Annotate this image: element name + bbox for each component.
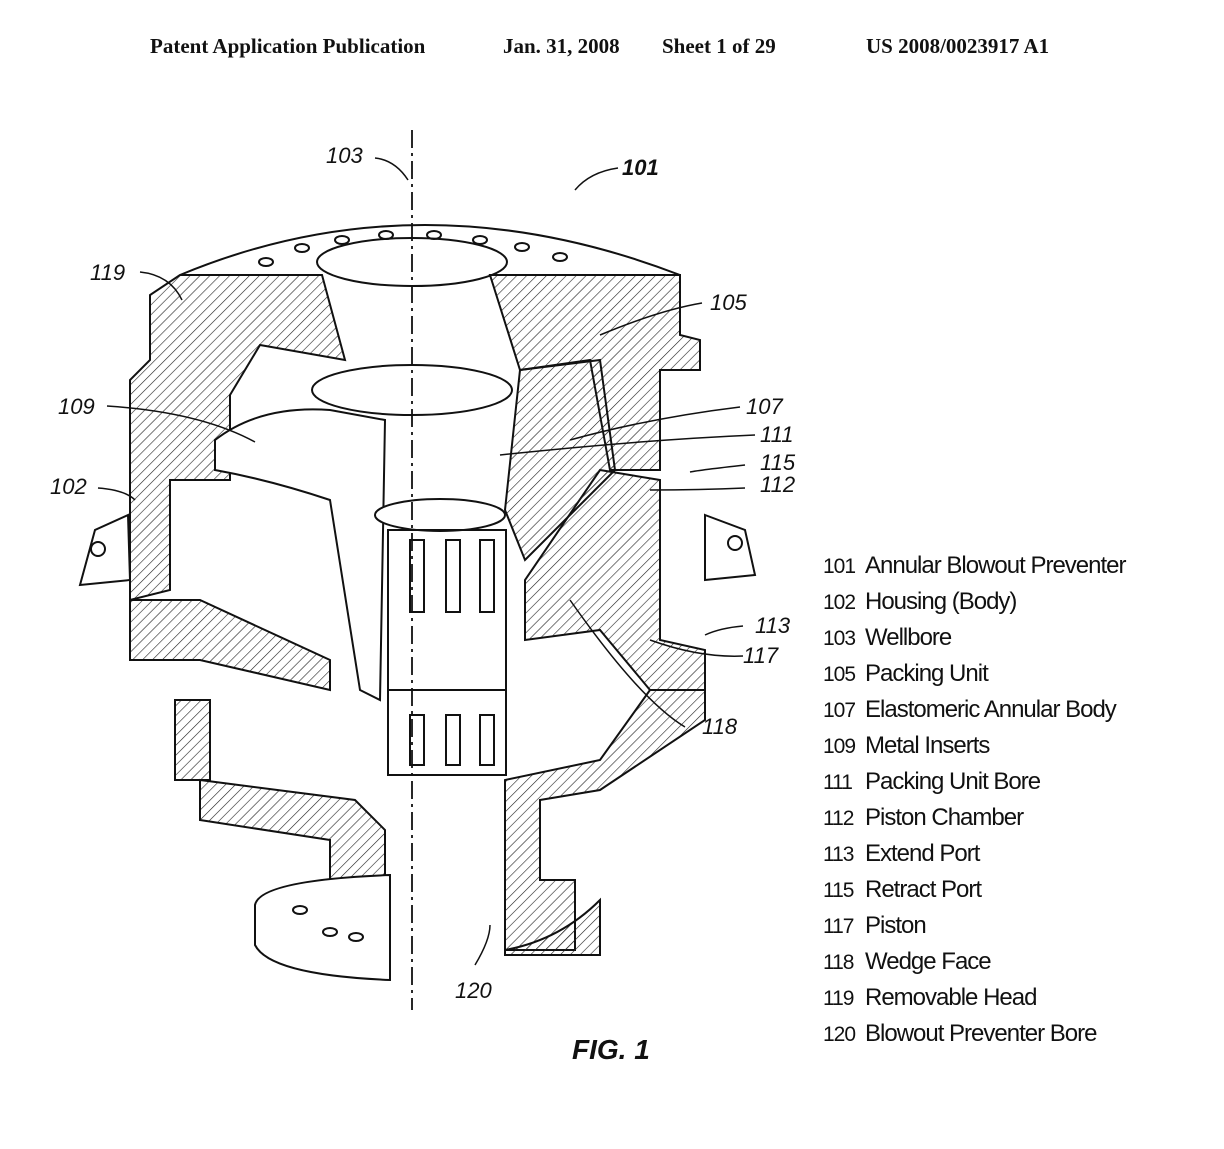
legend-item: 119Removable Head xyxy=(823,980,1213,1016)
legend-item: 117Piston xyxy=(823,908,1213,944)
callout-105: 105 xyxy=(710,290,747,315)
packing-unit xyxy=(215,365,512,775)
legend-number: 118 xyxy=(823,945,865,981)
legend-label: Metal Inserts xyxy=(865,732,989,759)
legend-item: 101Annular Blowout Preventer xyxy=(823,548,1213,584)
legend-item: 103Wellbore xyxy=(823,620,1213,656)
callout-107: 107 xyxy=(746,394,783,419)
legend-label: Extend Port xyxy=(865,840,979,867)
legend-item: 112Piston Chamber xyxy=(823,800,1213,836)
callout-119: 119 xyxy=(90,260,125,285)
callout-112: 112 xyxy=(760,472,795,497)
legend-number: 111 xyxy=(823,765,865,801)
legend-number: 105 xyxy=(823,657,865,693)
callout-120: 120 xyxy=(455,978,492,1003)
legend-item: 120Blowout Preventer Bore xyxy=(823,1016,1213,1052)
legend-item: 105Packing Unit xyxy=(823,656,1213,692)
callout-111: 111 xyxy=(760,422,793,447)
legend-number: 101 xyxy=(823,549,865,585)
legend-label: Piston Chamber xyxy=(865,804,1023,831)
legend-item: 113Extend Port xyxy=(823,836,1213,872)
legend-item: 115Retract Port xyxy=(823,872,1213,908)
callout-113: 113 xyxy=(755,613,791,638)
legend-label: Wellbore xyxy=(865,624,951,651)
legend-label: Wedge Face xyxy=(865,948,991,975)
figure-label: FIG. 1 xyxy=(572,1034,650,1066)
legend-label: Elastomeric Annular Body xyxy=(865,696,1116,723)
legend-item: 111Packing Unit Bore xyxy=(823,764,1213,800)
legend-number: 113 xyxy=(823,837,865,873)
legend-item: 118Wedge Face xyxy=(823,944,1213,980)
callout-103: 103 xyxy=(326,143,363,168)
legend-label: Annular Blowout Preventer xyxy=(865,552,1126,579)
callout-109: 109 xyxy=(58,394,95,419)
legend-number: 112 xyxy=(823,801,865,837)
legend-number: 115 xyxy=(823,873,865,909)
legend-item: 102Housing (Body) xyxy=(823,584,1213,620)
legend-number: 120 xyxy=(823,1017,865,1053)
legend-label: Housing (Body) xyxy=(865,588,1016,615)
legend-label: Removable Head xyxy=(865,984,1036,1011)
legend-number: 109 xyxy=(823,729,865,765)
legend-label: Retract Port xyxy=(865,876,981,903)
legend-label: Packing Unit xyxy=(865,660,988,687)
callout-101: 101 xyxy=(622,155,659,180)
legend-item: 109Metal Inserts xyxy=(823,728,1213,764)
housing-right-section xyxy=(490,275,705,950)
reference-legend: 101Annular Blowout Preventer102Housing (… xyxy=(823,548,1213,1052)
callout-117: 117 xyxy=(743,643,779,668)
legend-number: 117 xyxy=(823,909,865,945)
legend-item: 107Elastomeric Annular Body xyxy=(823,692,1213,728)
callout-118: 118 xyxy=(702,714,738,739)
legend-number: 119 xyxy=(823,981,865,1017)
legend-label: Packing Unit Bore xyxy=(865,768,1040,795)
legend-label: Blowout Preventer Bore xyxy=(865,1020,1096,1047)
legend-number: 107 xyxy=(823,693,865,729)
legend-number: 103 xyxy=(823,621,865,657)
callout-102: 102 xyxy=(50,474,87,499)
legend-label: Piston xyxy=(865,912,926,939)
legend-number: 102 xyxy=(823,585,865,621)
